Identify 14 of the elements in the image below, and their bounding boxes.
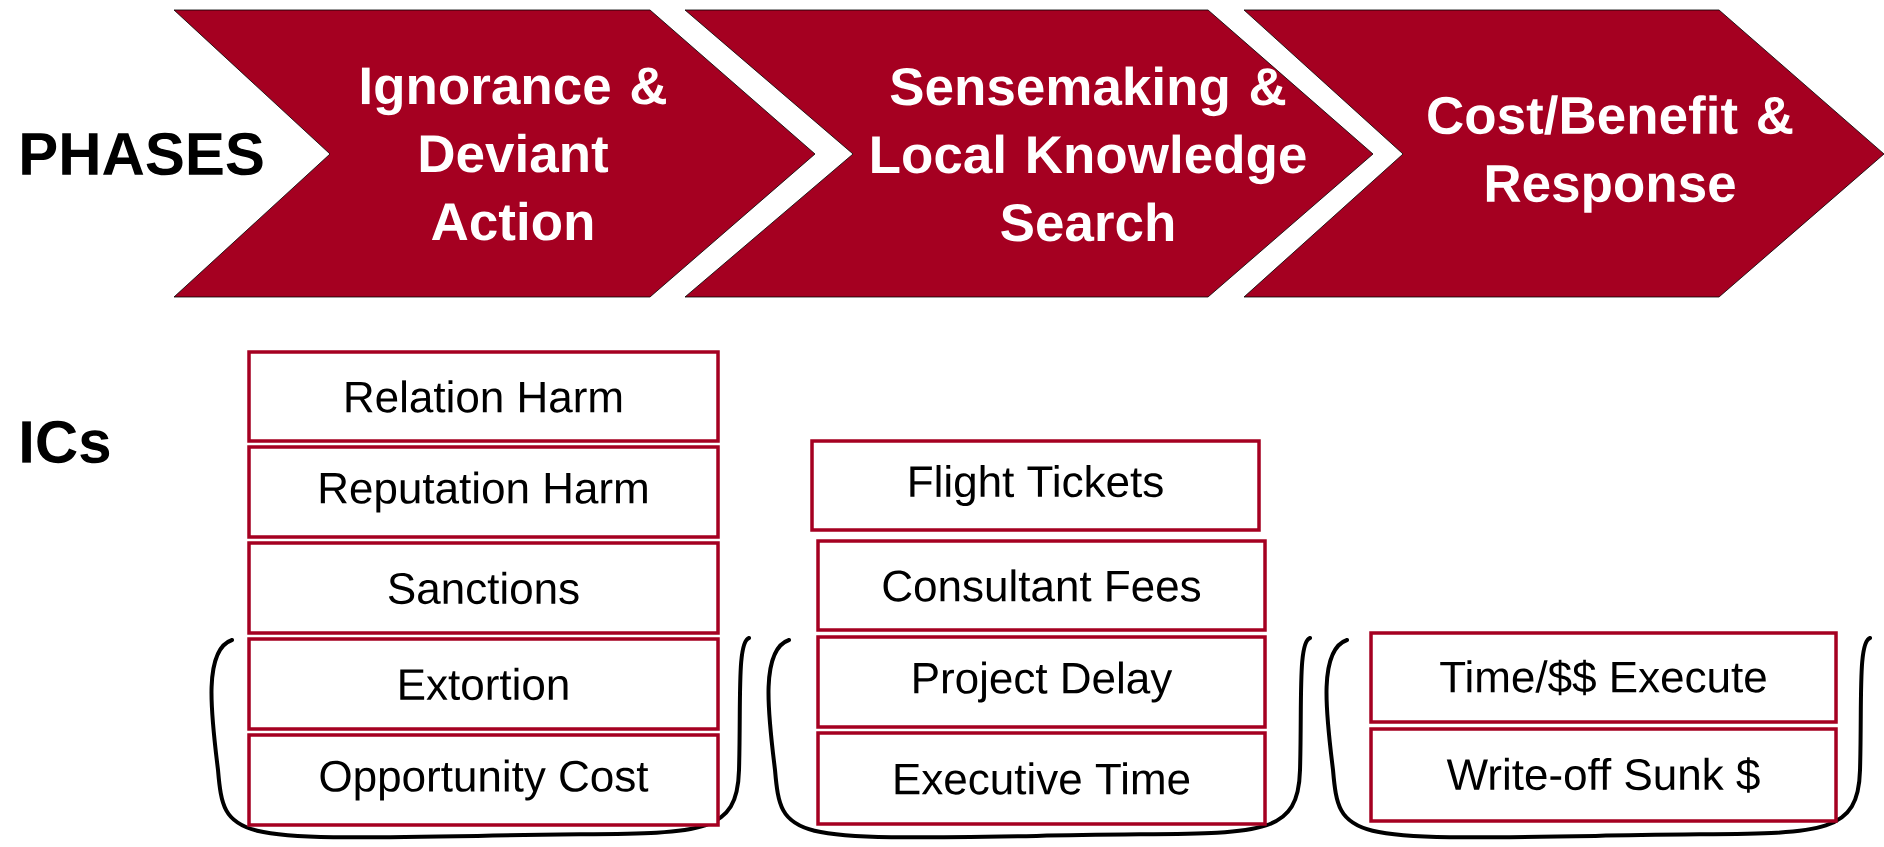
cost-box: Opportunity Cost — [247, 733, 720, 827]
cost-box: Consultant Fees — [816, 539, 1267, 632]
phase-box: Sensemaking & Local Knowledge Search — [684, 9, 1374, 298]
cost-box: Write-off Sunk $ — [1369, 727, 1838, 823]
cost-box: Reputation Harm — [247, 445, 720, 539]
cost-box: Project Delay — [816, 635, 1267, 729]
cost-box: Executive Time — [816, 731, 1267, 826]
row-label: ICs — [22, 420, 110, 464]
cost-box: Flight Tickets — [810, 439, 1261, 532]
node-label: Cost/Benefit & Response — [1428, 95, 1793, 213]
cost-box: Sanctions — [247, 541, 720, 635]
cost-box: Time/$$ Execute — [1369, 631, 1838, 724]
cost-box: Relation Harm — [247, 350, 720, 443]
cost-box: Extortion — [247, 637, 720, 731]
